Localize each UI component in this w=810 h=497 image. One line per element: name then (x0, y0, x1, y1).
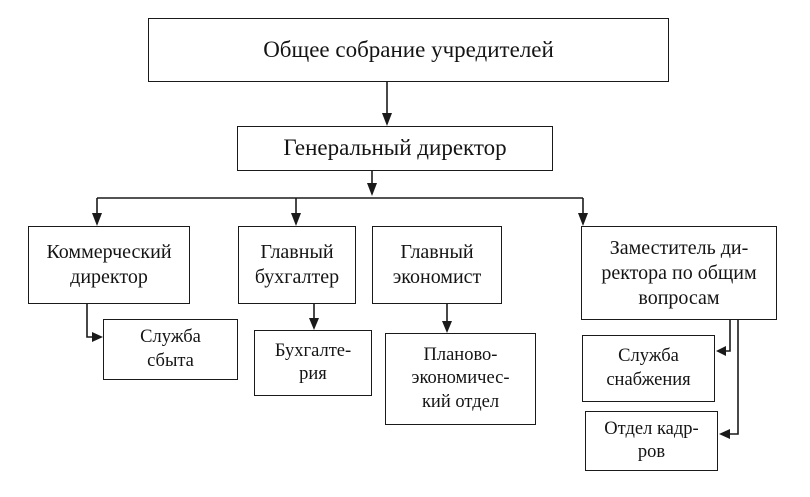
commercial-to-sales-line (86, 304, 95, 338)
supply-service-box: Служба снабжения (582, 335, 715, 402)
hr-department-label: Отдел кадр- ров (604, 418, 699, 462)
general-director-label: Генеральный директор (283, 135, 507, 161)
general-director-box: Генеральный директор (237, 126, 553, 171)
arrow-to-hr (719, 429, 730, 439)
arrow-to-supply (716, 346, 726, 356)
arrow-to-director (382, 113, 392, 126)
commercial-director-box: Коммерческий директор (28, 226, 190, 304)
planning-department-box: Планово- экономичес- кий отдел (385, 333, 536, 425)
hr-department-box: Отдел кадр- ров (585, 411, 718, 471)
arrow-to-bus (367, 183, 377, 196)
arrow-to-accountant (291, 213, 301, 226)
arrow-to-commercial (92, 213, 102, 226)
founders-box: Общее собрание учредителей (148, 18, 669, 82)
arrow-to-accounting (309, 318, 319, 330)
chief-accountant-box: Главный бухгалтер (238, 226, 356, 304)
supply-service-label: Служба снабжения (606, 346, 691, 390)
sales-service-label: Служба сбыта (140, 327, 201, 371)
arrow-to-deputy (578, 213, 588, 226)
chief-economist-box: Главный экономист (372, 226, 502, 304)
arrow-to-sales (92, 332, 103, 342)
sales-service-box: Служба сбыта (103, 319, 238, 380)
commercial-director-label: Коммерческий директор (46, 241, 172, 288)
deputy-to-supply-line (723, 320, 731, 352)
planning-department-label: Планово- экономичес- кий отдел (411, 345, 510, 412)
founders-label: Общее собрание учредителей (263, 36, 554, 62)
deputy-director-box: Заместитель ди- ректора по общим вопроса… (581, 226, 777, 320)
deputy-director-label: Заместитель ди- ректора по общим вопроса… (601, 236, 757, 309)
deputy-to-hr-line (727, 320, 739, 435)
arrow-to-planning (442, 321, 452, 333)
chief-accountant-label: Главный бухгалтер (254, 241, 340, 288)
accounting-box: Бухгалте- рия (254, 330, 372, 396)
chief-economist-label: Главный экономист (392, 241, 482, 288)
accounting-label: Бухгалте- рия (274, 340, 352, 384)
